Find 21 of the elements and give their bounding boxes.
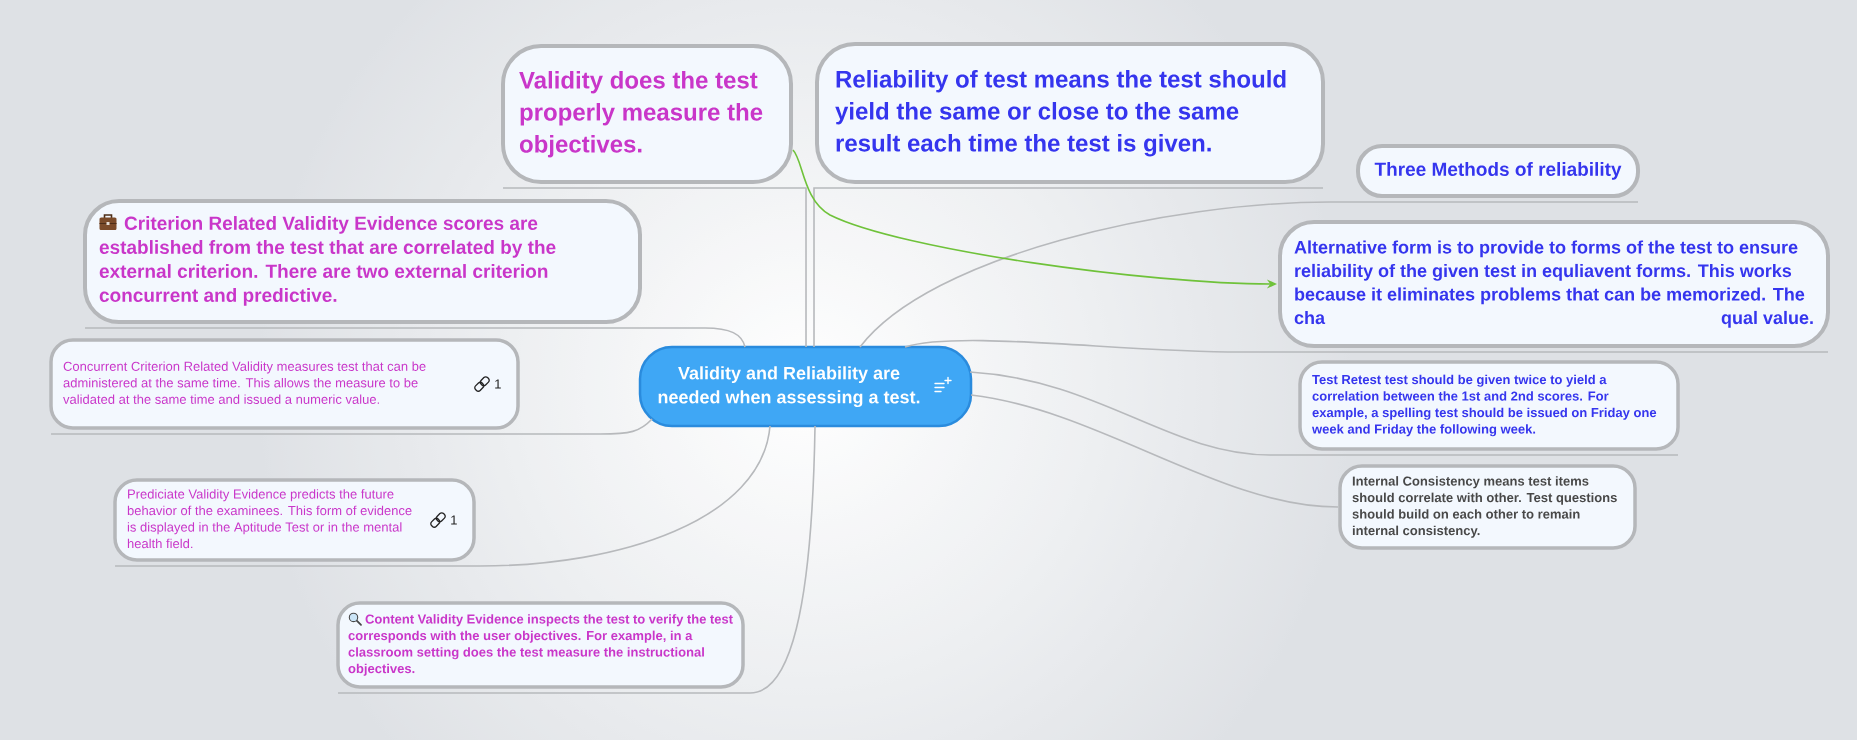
link-count: 1 [451,515,457,525]
connector-line [502,187,807,348]
connector-line [114,425,771,567]
connector-line [970,394,1339,508]
topic-box: Alternative form is to provide to forms of the test to ensure reliability of the given test in equliavent forms. This works because it eliminates problems that can be memorized. The cha qual value. [1278,220,1830,348]
topic-box: Criterion Related Validity Evidence scores are established from the test that are correlated by the external criterion. There are two external criterion concurrent and predictive. [83,199,642,324]
connector-line [337,425,816,694]
topic-box: Validity does the test properly measure the objectives. [501,44,793,184]
link-count: 1 [495,379,501,389]
topic-box: Content Validity Evidence inspects the test to verify the test corresponds with the user objectives. For example, in a classroom setting does the test measure the instructional objectives. [336,601,745,689]
connector-line [50,418,653,435]
connector-line [84,327,746,348]
connector-line [813,187,1324,348]
connector-line [859,201,1639,348]
topic-box: Reliability of test means the test should yield the same or close to the same result each time the test is given. [815,42,1325,184]
connector-line [969,371,1679,456]
connector-line [904,339,1829,353]
topic-box: Three Methods of reliability [1356,144,1640,198]
central-topic-box: Validity and Reliability are needed when assessing a test. [638,345,973,428]
topic-box: Test Retest test should be given twice to yield a correlation between the 1st and 2nd scores. For example, a spelling test should be issued on Friday one week and Friday the following week. [1298,360,1680,451]
topic-box: Internal Consistency means test items should correlate with other. Test questions should build on each other to remain internal consistency. [1338,464,1637,550]
